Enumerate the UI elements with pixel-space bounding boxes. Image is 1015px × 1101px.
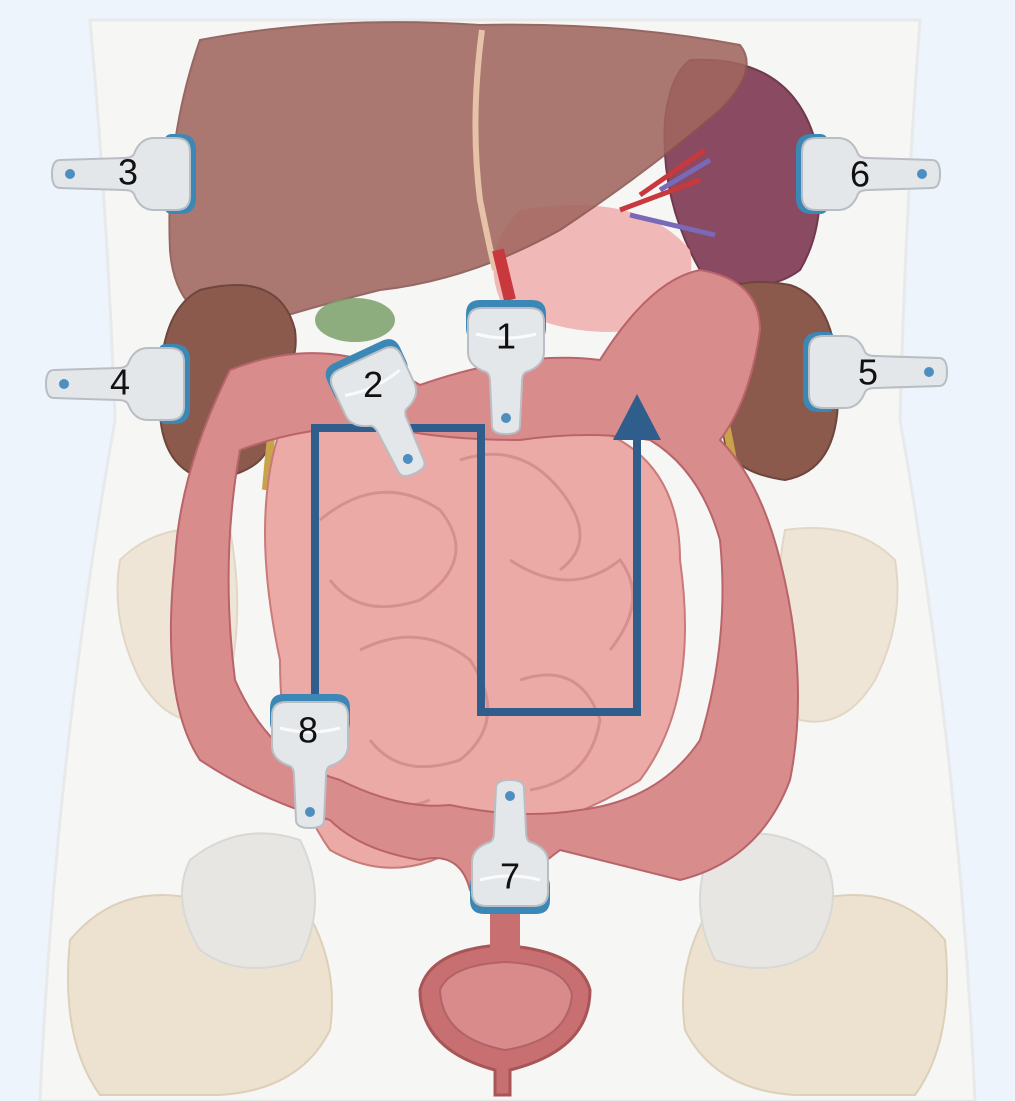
probe-8-label: 8	[298, 710, 318, 751]
falciform-ligament	[472, 29, 498, 271]
probe-3[interactable]: 3	[51, 133, 197, 215]
probe-1-label: 1	[496, 316, 516, 357]
arrow-up-icon	[613, 394, 661, 440]
probe-2[interactable]: 2	[320, 333, 453, 492]
probe-7-label: 7	[500, 856, 520, 897]
probe-4[interactable]: 4	[45, 343, 191, 425]
bladder	[418, 900, 592, 1097]
gallbladder	[315, 298, 395, 342]
scan-path	[311, 424, 641, 716]
probe-1[interactable]: 1	[464, 298, 548, 436]
probe-4-label: 4	[110, 362, 130, 403]
probe-6-label: 6	[850, 154, 870, 195]
liver	[168, 21, 748, 332]
probe-3-label: 3	[118, 152, 138, 193]
probe-8[interactable]: 8	[268, 692, 352, 830]
probe-2-label: 2	[363, 364, 383, 405]
blood-vessels	[492, 147, 716, 302]
probe-5-label: 5	[858, 352, 878, 393]
